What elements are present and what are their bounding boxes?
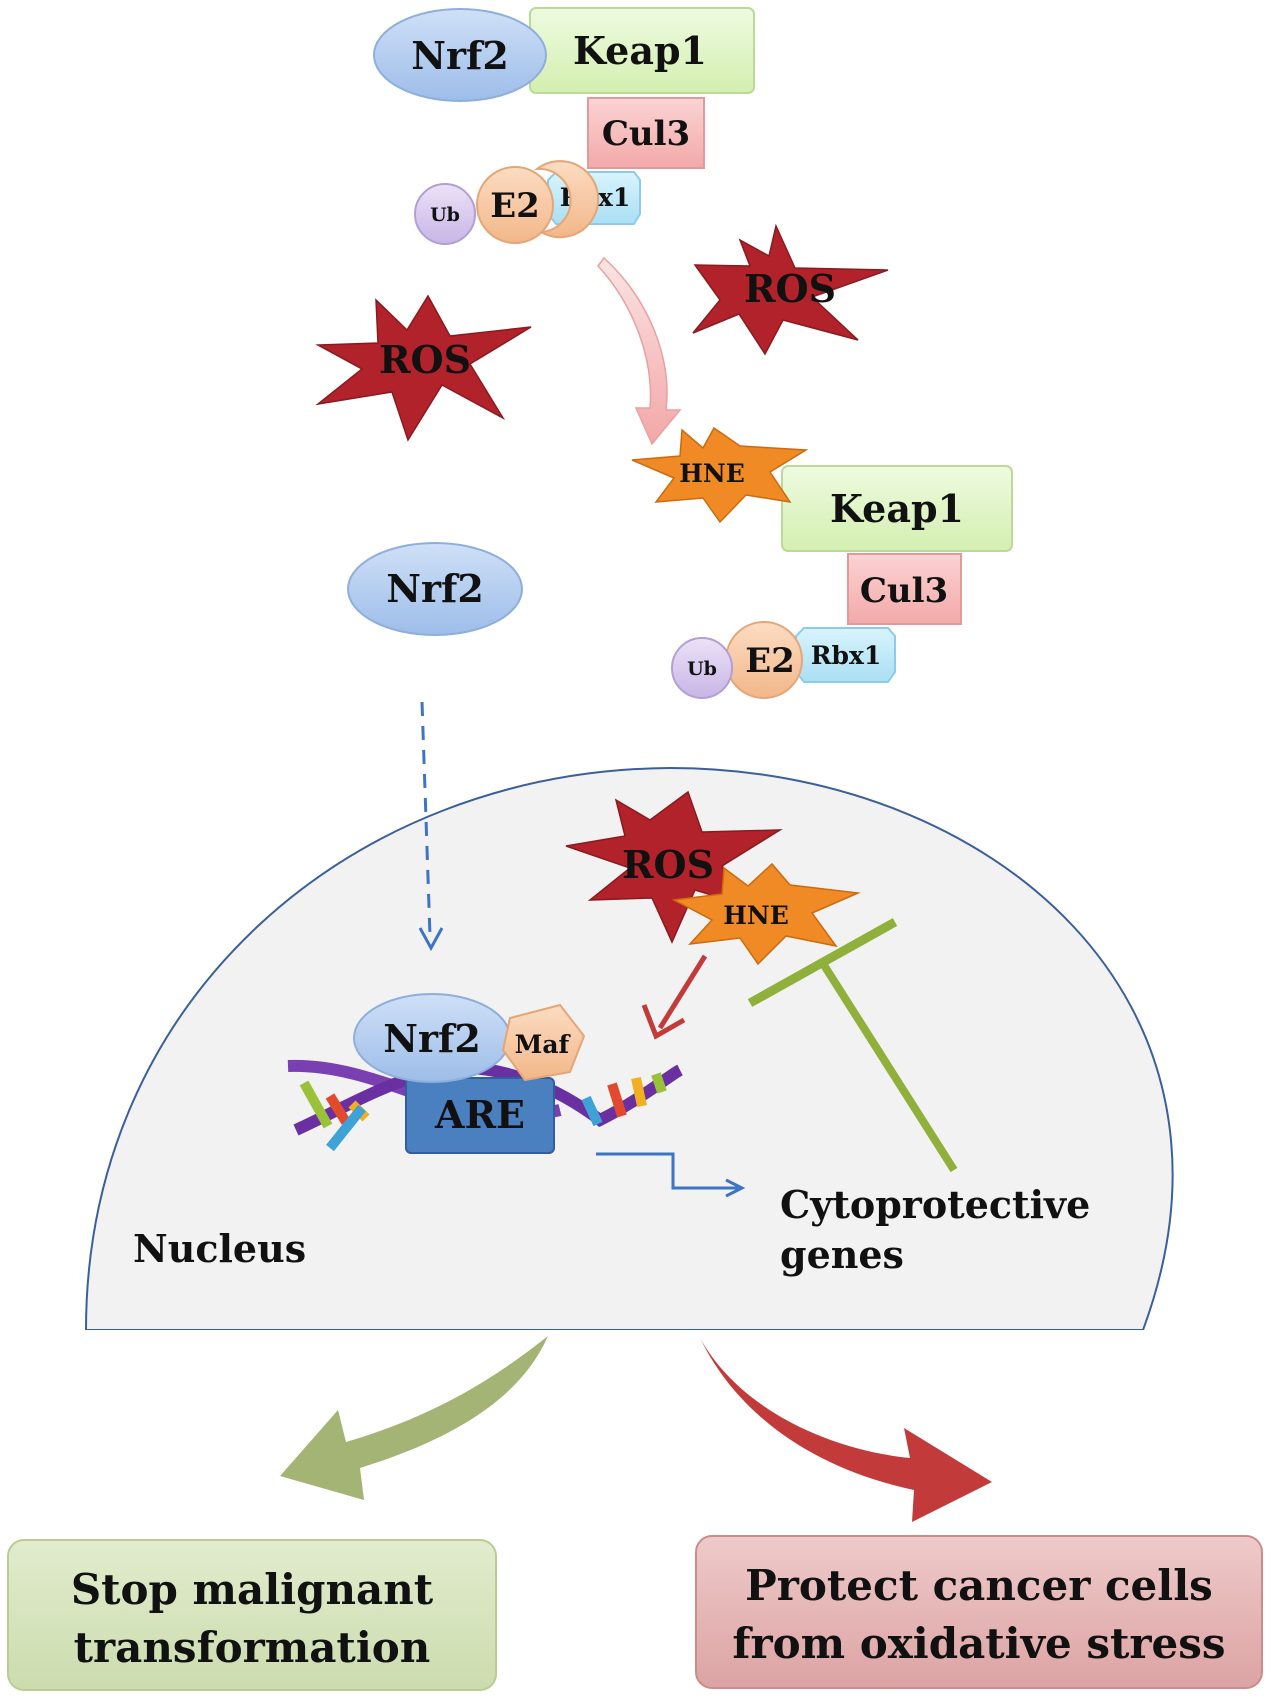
nrf2-label: Nrf2 [411, 33, 509, 78]
are-box [405, 1077, 555, 1154]
outcome-right-line1: Protect cancer cells [745, 1561, 1213, 1610]
maf-hexagon [501, 1003, 586, 1082]
nrf2-ellipse [373, 8, 547, 102]
red-activation-arrowhead [641, 1004, 686, 1040]
e2-body [476, 166, 554, 244]
red-activation-arrow [657, 954, 708, 1030]
ros-label-nucleus: ROS [622, 842, 714, 887]
keap1-box-2 [781, 465, 1013, 552]
keap1-label-2: Keap1 [830, 486, 964, 531]
ub-label-2: Ub [687, 658, 717, 680]
cul3-box-2 [847, 553, 962, 625]
translocation-arrow [420, 701, 432, 937]
e2-shape [533, 160, 600, 239]
nucleus-shape [84, 766, 1174, 1331]
free-nrf2-label: Nrf2 [386, 566, 484, 611]
hne-complex: Keap1 HNE Cul3 Rbx1 E2 Ub [631, 426, 1013, 699]
inhibitor-stem [818, 959, 958, 1173]
hne-burst-nucleus [671, 862, 861, 966]
e2-label-2: E2 [745, 641, 795, 681]
outcome-left-line1: Stop malignant [71, 1565, 434, 1614]
outcome-right-line2: from oxidative stress [732, 1619, 1225, 1668]
cul3-box [587, 97, 705, 169]
pink-arrow [597, 256, 682, 446]
ros-burst-nucleus [565, 790, 783, 944]
cul3-label-2: Cul3 [860, 571, 948, 611]
red-outcome-arrow [700, 1338, 992, 1522]
ros-burst-right: ROS [692, 223, 889, 356]
rbx1-label-2: Rbx1 [811, 641, 882, 670]
hne-label-1: HNE [679, 459, 745, 488]
maf-label: Maf [515, 1030, 572, 1059]
transcription-arrow [596, 1152, 738, 1190]
ros-burst-left: ROS [315, 294, 532, 442]
ub-circle-2 [671, 637, 733, 699]
nucleus-label: Nucleus [133, 1226, 306, 1271]
are-label: ARE [434, 1092, 525, 1137]
ros-label-left: ROS [379, 337, 471, 382]
transcription-arrowhead [725, 1178, 746, 1198]
outcome-left-box [7, 1539, 497, 1691]
outcome-right-box [695, 1535, 1263, 1689]
free-nrf2-ellipse [347, 542, 523, 636]
ub-circle [414, 183, 476, 245]
cul3-label: Cul3 [602, 114, 690, 154]
inhibitor-bar [747, 918, 898, 1007]
genes-label-line2: genes [780, 1232, 904, 1277]
outcome-left-line2: transformation [74, 1623, 431, 1672]
hne-label-nucleus: HNE [723, 901, 789, 930]
nucleus-nrf2-label: Nrf2 [383, 1016, 481, 1061]
e2-label: E2 [490, 186, 540, 226]
genes-label-line1: Cytoprotective [780, 1182, 1090, 1227]
green-outcome-arrow [280, 1336, 548, 1500]
top-complex: Keap1 Nrf2 Cul3 Rbx1 E2 Ub [373, 7, 755, 245]
hne-burst-1 [631, 426, 809, 524]
translocation-arrowhead [418, 927, 444, 952]
keap1-label: Keap1 [573, 28, 707, 73]
ros-label-right: ROS [744, 266, 836, 311]
nucleus-bottom-mask [80, 1330, 1180, 1336]
ub-label: Ub [430, 204, 460, 226]
